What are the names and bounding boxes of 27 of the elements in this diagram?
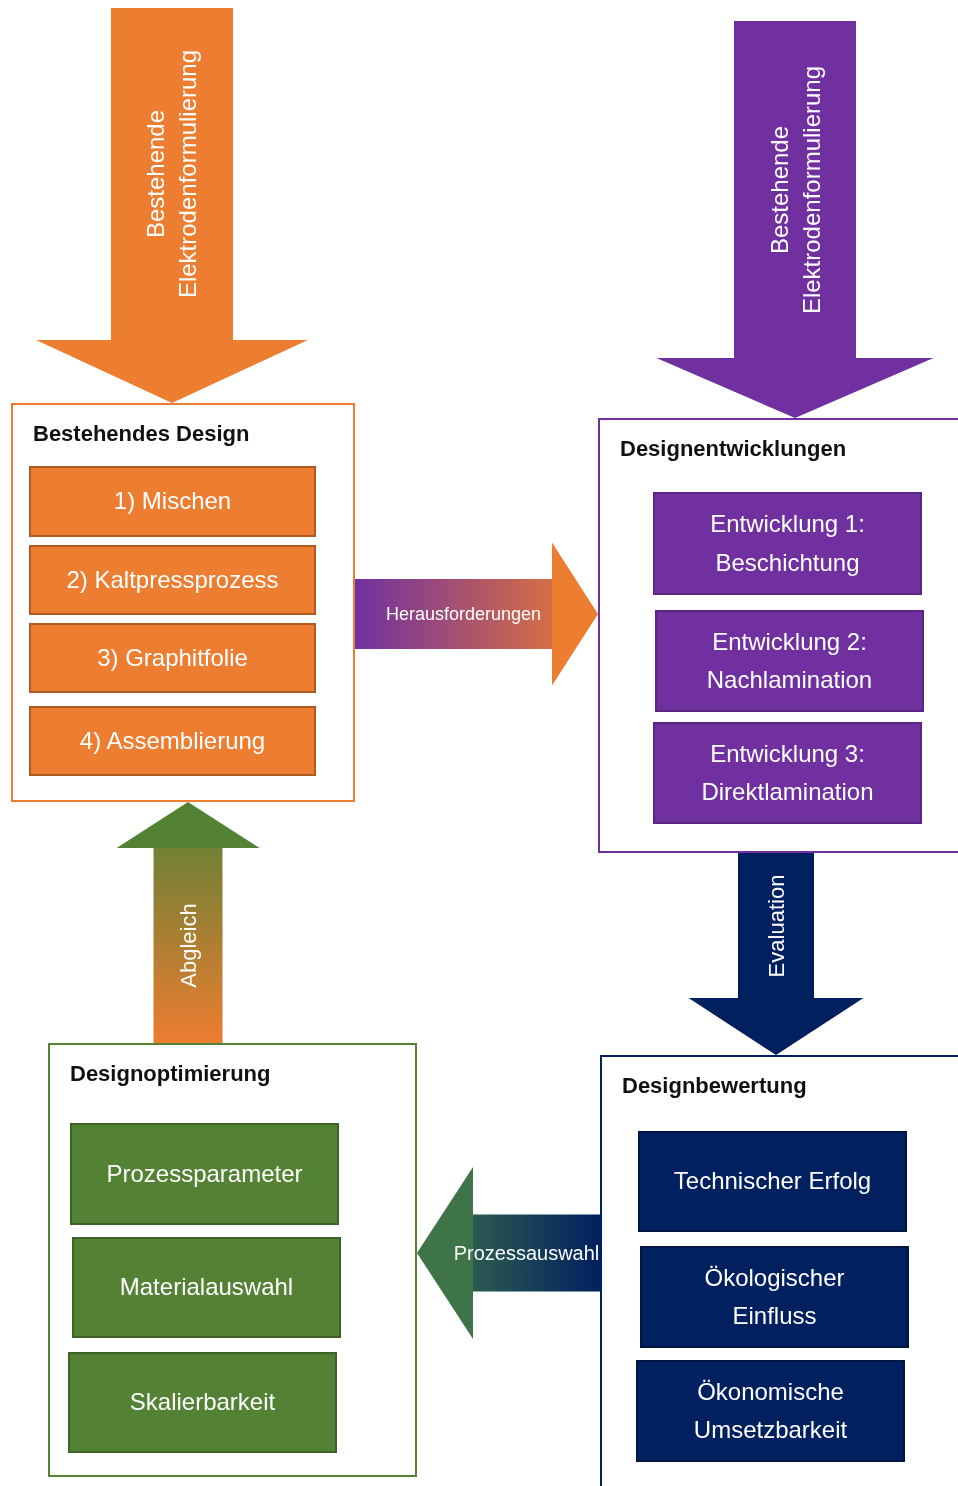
arrow-label: Prozessauswahl xyxy=(452,1240,601,1266)
process-box: Entwicklung 3: Direktlamination xyxy=(653,722,922,824)
arrow-label: Bestehende Elektrodenformulierung xyxy=(763,64,826,316)
arrow-label: Herausforderungen xyxy=(384,602,543,626)
process-box: Materialauswahl xyxy=(72,1237,341,1338)
panel-heading: Designbewertung xyxy=(622,1073,807,1099)
arrow-label: Bestehende Elektrodenformulierung xyxy=(140,48,202,301)
process-box: Skalierbarkeit xyxy=(68,1352,337,1453)
group-panel xyxy=(600,1055,958,1486)
process-box: Ökologischer Einfluss xyxy=(640,1246,909,1348)
process-box: Entwicklung 1: Beschichtung xyxy=(653,492,922,595)
group-panel xyxy=(598,418,958,853)
panel-heading: Bestehendes Design xyxy=(33,421,250,447)
panel-heading: Designoptimierung xyxy=(70,1061,271,1087)
group-panel xyxy=(48,1043,417,1477)
process-box: 2) Kaltpressprozess xyxy=(29,545,316,615)
arrow-label: Abgleich xyxy=(174,902,202,990)
arrow-label: Evaluation xyxy=(762,873,790,979)
process-box: Ökonomische Umsetzbarkeit xyxy=(636,1360,905,1462)
process-box: 1) Mischen xyxy=(29,466,316,537)
process-box: 4) Assemblierung xyxy=(29,706,316,776)
group-panel xyxy=(11,403,355,802)
panel-heading: Designentwicklungen xyxy=(620,436,847,462)
process-box: Prozessparameter xyxy=(70,1123,339,1225)
process-box: Technischer Erfolg xyxy=(638,1131,907,1232)
process-box: 3) Graphitfolie xyxy=(29,623,316,693)
process-box: Entwicklung 2: Nachlamination xyxy=(655,610,924,712)
